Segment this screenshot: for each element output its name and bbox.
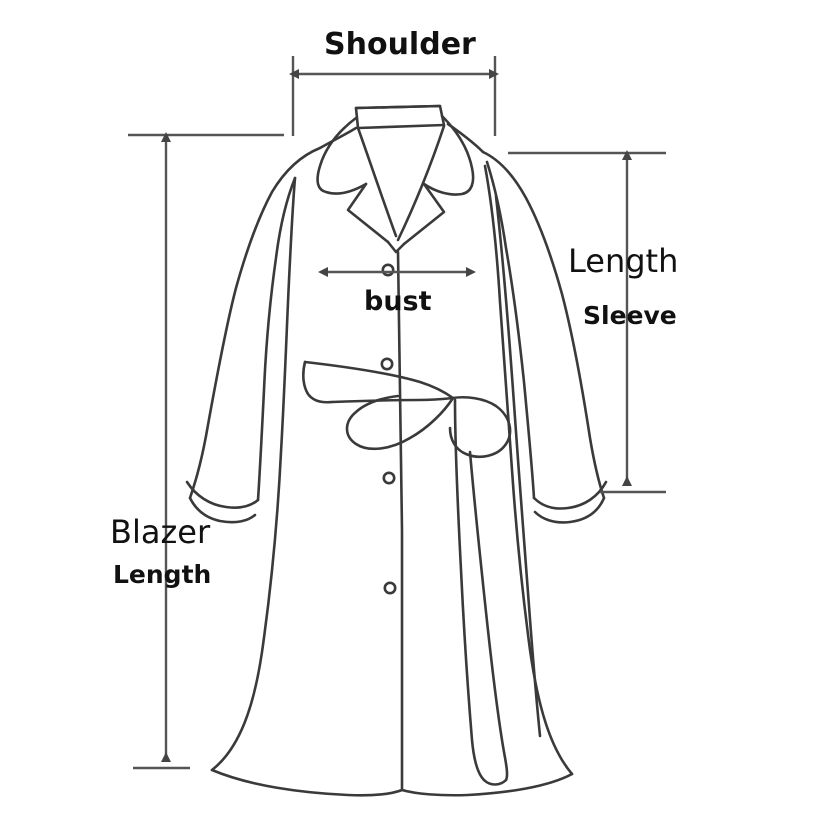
button-4 bbox=[383, 581, 397, 595]
belt-tail-left-edge bbox=[453, 398, 486, 782]
collar-stand bbox=[354, 104, 446, 130]
right-cuff bbox=[533, 496, 606, 524]
left-sleeve-inner-edge bbox=[256, 176, 297, 502]
sleeve-length-label-secondary: Sleeve bbox=[583, 301, 677, 330]
left-shoulder-line bbox=[318, 126, 358, 150]
center-front-placket bbox=[396, 250, 404, 792]
left-body-side-seam bbox=[210, 176, 297, 772]
collar-left-wing bbox=[316, 116, 368, 195]
bow-right-loop bbox=[448, 395, 512, 458]
button-2 bbox=[380, 357, 394, 371]
bow-left-loop bbox=[345, 394, 455, 451]
left-lapel bbox=[346, 182, 390, 244]
collar-stand-top bbox=[354, 104, 442, 110]
lapel-v-join bbox=[386, 240, 406, 254]
hem-left bbox=[210, 768, 404, 797]
button-3 bbox=[382, 471, 396, 485]
blazer-length-label-secondary: Length bbox=[113, 560, 212, 589]
right-body-side-seam bbox=[483, 164, 574, 776]
right-sleeve-outer-edge bbox=[481, 150, 606, 500]
left-cuff-top-seam bbox=[185, 480, 260, 509]
belt-left-end bbox=[302, 360, 334, 404]
right-lapel bbox=[402, 182, 446, 246]
right-cuff-top-seam bbox=[532, 480, 608, 510]
garment-outline bbox=[185, 104, 608, 797]
dimension-lines bbox=[128, 56, 666, 770]
left-cuff bbox=[188, 496, 257, 524]
bust-label: bust bbox=[364, 286, 432, 317]
shoulder-label: Shoulder bbox=[324, 27, 476, 62]
collar-inner-v bbox=[356, 126, 398, 238]
left-sleeve-outer-edge bbox=[188, 146, 322, 500]
collar-inner-v-right bbox=[396, 124, 446, 242]
hem-right bbox=[400, 772, 574, 797]
front-sash-right-strip bbox=[494, 194, 542, 738]
belt-bottom-edge bbox=[330, 396, 455, 404]
button-1 bbox=[381, 263, 395, 277]
belt-tail-right-edge bbox=[468, 450, 509, 782]
belt-top-edge bbox=[303, 360, 455, 400]
collar-right-wing bbox=[422, 114, 475, 196]
sleeve-length-label-primary: Length bbox=[568, 242, 679, 280]
blazer-length-label-primary: Blazer bbox=[110, 513, 211, 551]
belt-tail-bottom bbox=[482, 778, 508, 786]
